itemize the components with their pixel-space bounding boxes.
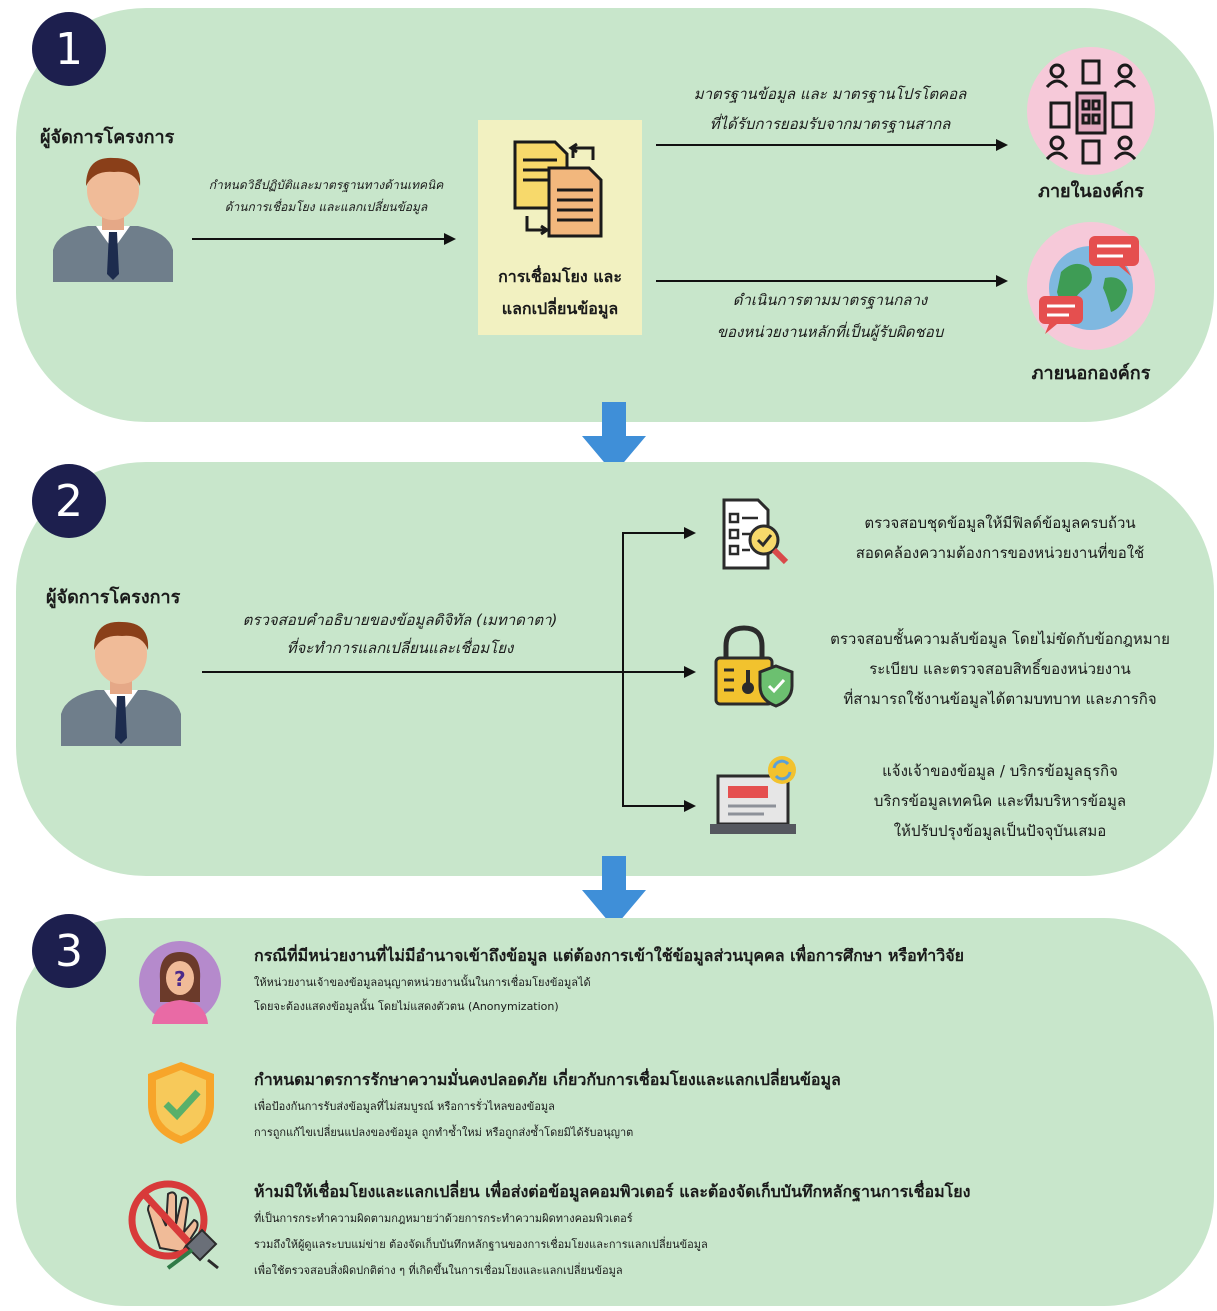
svg-text:?: ? xyxy=(174,967,186,991)
step3-badge: 3 xyxy=(32,914,106,988)
step2-item3-text-3: ให้ปรับปรุงข้อมูลเป็นปัจจุบันเสมอ xyxy=(893,822,1107,840)
step1-arrow-to-external xyxy=(656,275,1008,287)
flow-down-arrow-1 xyxy=(582,402,646,474)
step2-arrow-item1 xyxy=(622,527,696,539)
prohibited-connection-icon xyxy=(126,1176,222,1272)
step2-arrow-text-2: ที่จะทำการแลกเปลี่ยนและเชื่อมโยง xyxy=(286,639,514,657)
step2-item3-text-2: บริกรข้อมูลเทคนิค และทีมบริหารข้อมูล xyxy=(873,792,1127,810)
manager-avatar-icon xyxy=(56,614,186,746)
step1-bottom-arrow-text-2: ของหน่วยงานหลักที่เป็นผู้รับผิดชอบ xyxy=(716,323,944,341)
step1-arrow-to-internal xyxy=(656,139,1008,151)
step1-manager-text-2: ด้านการเชื่อมโยง และแลกเปลี่ยนข้อมูล xyxy=(224,200,428,214)
step2-arrow-text-1: ตรวจสอบคำอธิบายของข้อมูลดิจิทัล (เมทาดาต… xyxy=(242,611,558,629)
step3-item2-title: กำหนดมาตรการรักษาความมั่นคงปลอดภัย เกี่ย… xyxy=(254,1070,841,1089)
step1-bottom-arrow-text-1: ดำเนินการตามมาตรฐานกลาง xyxy=(732,291,928,309)
checklist-search-icon xyxy=(716,496,792,572)
step3-item2-text-1: เพื่อป้องกันการรับส่งข้อมูลที่ไม่สมบูรณ์… xyxy=(254,1100,555,1113)
step3-item3-text-2: รวมถึงให้ผู้ดูแลระบบแม่ข่าย ต้องจัดเก็บบ… xyxy=(254,1238,708,1251)
organization-network-icon xyxy=(1027,47,1155,175)
step2-item2-text-3: ที่สามารถใช้งานข้อมูลได้ตามบทบาท และภารก… xyxy=(843,690,1157,708)
flow-down-arrow-2 xyxy=(582,856,646,928)
padlock-shield-icon xyxy=(712,624,798,708)
globe-chat-icon xyxy=(1027,222,1155,350)
step2-badge: 2 xyxy=(32,464,106,538)
step2-item2-text-1: ตรวจสอบชั้นความลับข้อมูล โดยไม่ขัดกับข้อ… xyxy=(830,630,1170,648)
step3-item1-text-1: ให้หน่วยงานเจ้าของข้อมูลอนุญาตหน่วยงานนั… xyxy=(254,976,591,989)
step1-center-label-1: การเชื่อมโยง และ xyxy=(498,267,622,286)
step2-item3-text-1: แจ้งเจ้าของข้อมูล / บริกรข้อมูลธุรกิจ xyxy=(882,762,1118,780)
step1-external-label: ภายนอกองค์กร xyxy=(1031,363,1151,384)
step1-center-label-2: แลกเปลี่ยนข้อมูล xyxy=(501,299,619,318)
step3-item2-text-2: การถูกแก้ไขเปลี่ยนแปลงของข้อมูล ถูกทำซ้ำ… xyxy=(254,1126,634,1139)
step2-manager-label: ผู้จัดการโครงการ xyxy=(46,587,181,608)
step1-internal-label: ภายในองค์กร xyxy=(1038,181,1144,202)
step2-item2-text-2: ระเบียบ และตรวจสอบสิทธิ์ของหน่วยงาน xyxy=(869,660,1131,678)
step2-branch-line xyxy=(622,532,624,806)
document-exchange-icon xyxy=(507,136,611,240)
step1-top-arrow-text-1: มาตรฐานข้อมูล และ มาตรฐานโปรโตคอล xyxy=(693,85,967,103)
step1-arrow-to-center xyxy=(192,233,456,245)
step2-item1-text-2: สอดคล้องความต้องการของหน่วยงานที่ขอใช้ xyxy=(855,544,1145,562)
step3-item3-text-1: ที่เป็นการกระทำความผิดตามกฎหมายว่าด้วยกา… xyxy=(254,1212,633,1225)
step1-top-arrow-text-2: ที่ได้รับการยอมรับจากมาตรฐานสากล xyxy=(709,115,951,133)
step3-item3-title: ห้ามมิให้เชื่อมโยงและแลกเปลี่ยน เพื่อส่ง… xyxy=(254,1182,971,1201)
step2-item1-text-1: ตรวจสอบชุดข้อมูลให้มีฟิลด์ข้อมูลครบถ้วน xyxy=(864,514,1136,532)
step1-manager-text-1: กำหนดวิธีปฏิบัติและมาตรฐานทางด้านเทคนิค xyxy=(208,178,444,192)
step2-arrow-item3 xyxy=(622,800,696,812)
laptop-update-icon xyxy=(708,754,802,838)
step2-arrow-main xyxy=(202,666,696,678)
step3-item1-title: กรณีที่มีหน่วยงานที่ไม่มีอำนาจเข้าถึงข้อ… xyxy=(254,946,964,965)
step1-badge: 1 xyxy=(32,12,106,86)
manager-avatar-icon xyxy=(48,150,178,282)
anonymous-person-icon: ? xyxy=(138,940,222,1024)
step1-manager-label: ผู้จัดการโครงการ xyxy=(40,127,175,148)
step2-panel xyxy=(16,462,1214,876)
step3-item3-text-3: เพื่อใช้ตรวจสอบสิ่งผิดปกติต่าง ๆ ที่เกิด… xyxy=(254,1264,623,1277)
step3-item1-text-2: โดยจะต้องแสดงข้อมูลนั้น โดยไม่แสดงตัวตน … xyxy=(254,1000,559,1013)
shield-check-icon xyxy=(146,1060,216,1146)
